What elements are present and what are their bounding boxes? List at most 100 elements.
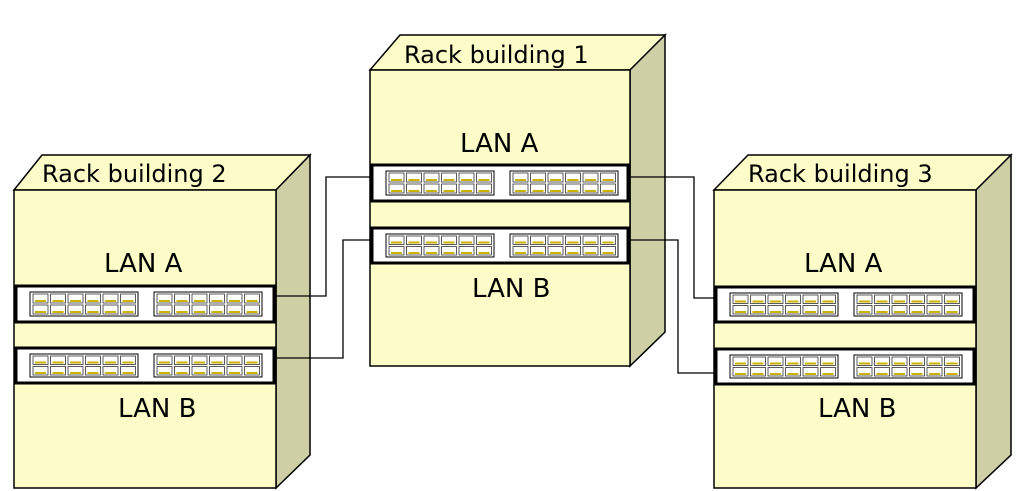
port-led bbox=[567, 252, 579, 254]
port-led bbox=[391, 190, 402, 192]
switch-port bbox=[156, 366, 173, 376]
switch-port bbox=[582, 172, 599, 183]
rack-2-side bbox=[275, 153, 311, 490]
switch-port bbox=[820, 356, 836, 366]
port-led bbox=[602, 179, 614, 181]
port-led bbox=[105, 361, 116, 364]
port-led bbox=[35, 372, 46, 374]
switch-port bbox=[191, 293, 208, 304]
switch-port bbox=[926, 356, 943, 366]
switch-port bbox=[600, 246, 616, 256]
port-led bbox=[176, 372, 188, 374]
switch-port bbox=[582, 246, 599, 256]
port-led bbox=[52, 311, 64, 313]
port-led bbox=[894, 300, 905, 303]
port-led bbox=[770, 362, 781, 365]
switch-port bbox=[102, 304, 119, 315]
port-led bbox=[461, 179, 472, 181]
switch-port bbox=[102, 366, 119, 376]
rack-2-lan-a-switch bbox=[14, 284, 276, 324]
port-led bbox=[550, 241, 561, 244]
port-led bbox=[859, 373, 870, 375]
switch-port bbox=[50, 366, 66, 376]
switch-port bbox=[476, 246, 492, 256]
switch-port bbox=[226, 355, 243, 365]
port-led bbox=[426, 252, 437, 254]
port-led bbox=[246, 311, 258, 313]
port-led bbox=[532, 190, 544, 192]
switch-port bbox=[244, 355, 260, 365]
port-led bbox=[822, 373, 834, 375]
port-led bbox=[532, 179, 544, 181]
port-led bbox=[859, 300, 870, 303]
port-led bbox=[752, 311, 764, 313]
switch-port bbox=[750, 305, 766, 315]
port-led bbox=[426, 190, 437, 192]
port-led bbox=[229, 311, 240, 313]
port-led bbox=[105, 300, 116, 302]
port-led bbox=[602, 190, 614, 192]
rack-building-1: Rack building 1 LAN A LAN B bbox=[368, 33, 667, 368]
port-led bbox=[443, 252, 455, 254]
port-led bbox=[35, 361, 46, 364]
switch-port bbox=[226, 293, 243, 304]
port-led bbox=[911, 311, 923, 313]
port-led bbox=[752, 362, 764, 365]
port-led bbox=[478, 252, 490, 254]
switch-port bbox=[32, 355, 49, 365]
port-led bbox=[735, 373, 746, 375]
rack-3-side bbox=[975, 153, 1012, 490]
switch-port bbox=[406, 235, 422, 245]
port-led bbox=[52, 361, 64, 364]
port-led bbox=[752, 300, 764, 303]
rack-building-3: Rack building 3 LAN A LAN B bbox=[712, 153, 1013, 490]
cables bbox=[276, 176, 716, 374]
port-led bbox=[211, 311, 223, 313]
switch-port bbox=[156, 293, 173, 304]
switch-port bbox=[565, 172, 581, 183]
port-led bbox=[229, 372, 240, 374]
port-led bbox=[159, 361, 170, 364]
port-led bbox=[929, 373, 940, 375]
switch-port bbox=[891, 305, 908, 315]
port-led bbox=[194, 372, 205, 374]
switch-port bbox=[582, 235, 599, 245]
switch-port bbox=[67, 304, 84, 315]
switch-port bbox=[856, 305, 873, 315]
port-led bbox=[461, 252, 472, 254]
port-led bbox=[87, 300, 99, 302]
switch-port bbox=[423, 246, 440, 256]
port-led bbox=[87, 311, 99, 313]
rack-1-lan-b-switch bbox=[370, 226, 630, 265]
port-led bbox=[478, 241, 490, 244]
port-led bbox=[515, 179, 526, 181]
port-led bbox=[532, 252, 544, 254]
port-led bbox=[408, 241, 420, 244]
switch-port bbox=[512, 183, 529, 194]
port-led bbox=[122, 300, 134, 302]
rack-3-title: Rack building 3 bbox=[748, 160, 933, 188]
switch-port bbox=[174, 366, 190, 376]
switch-port bbox=[512, 235, 529, 245]
switch-port bbox=[406, 246, 422, 256]
switch-port bbox=[174, 355, 190, 365]
port-led bbox=[602, 241, 614, 244]
switch-port bbox=[547, 246, 564, 256]
port-led bbox=[70, 361, 81, 364]
switch-port bbox=[209, 355, 225, 365]
port-led bbox=[822, 311, 834, 313]
switch-port bbox=[750, 367, 766, 377]
port-led bbox=[787, 373, 799, 375]
port-led bbox=[805, 300, 816, 303]
rack-1-side bbox=[629, 33, 666, 368]
port-led bbox=[246, 300, 258, 302]
port-led bbox=[787, 300, 799, 303]
switch-port bbox=[600, 183, 616, 194]
port-led bbox=[515, 241, 526, 244]
switch-port bbox=[767, 294, 784, 304]
switch-port bbox=[926, 294, 943, 304]
rack-1-lan-a-switch bbox=[370, 163, 630, 203]
port-led bbox=[105, 311, 116, 313]
switch-port bbox=[732, 305, 749, 315]
